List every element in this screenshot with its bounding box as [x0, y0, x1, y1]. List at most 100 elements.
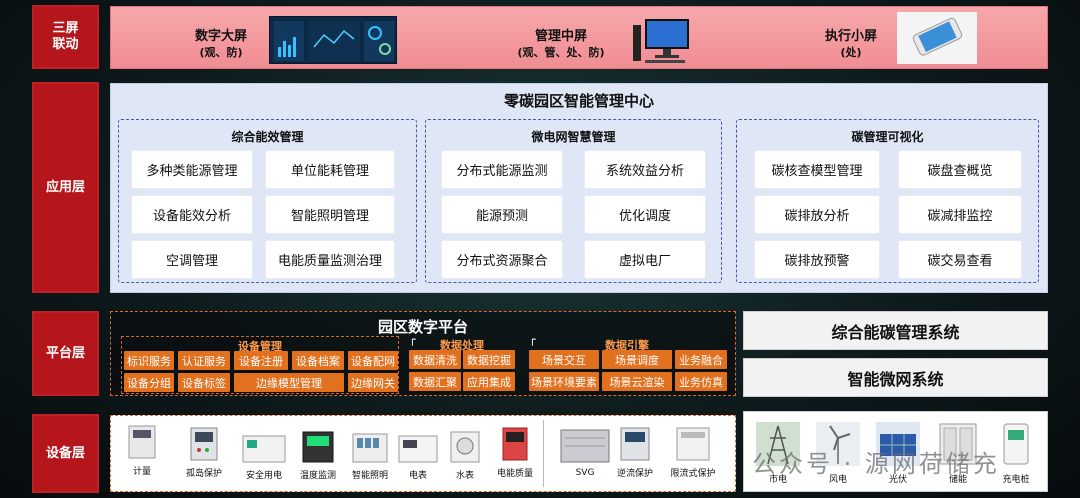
- platform-button[interactable]: 业务融合: [675, 350, 727, 369]
- module-button[interactable]: 空调管理: [132, 241, 252, 278]
- group-carbon: 碳管理可视化 碳核查模型管理 碳盘查概览 碳排放分析 碳减排监控 碳排放预警 碳…: [736, 119, 1039, 283]
- application-title: 零碳园区智能管理中心: [503, 92, 654, 110]
- charging-pile-icon: [1003, 423, 1029, 465]
- platform-button[interactable]: 边缘网关: [348, 373, 398, 392]
- platform-button[interactable]: 设备配网: [348, 351, 398, 370]
- device-caption: 温度监测: [299, 471, 336, 481]
- screen-mid-title: 管理中屏: [534, 29, 587, 44]
- device-caption: 水表: [455, 471, 474, 481]
- device-caption: 安全用电: [245, 471, 282, 481]
- group-title: 微电网智慧管理: [531, 130, 616, 144]
- device-lighting: 智能照明: [343, 432, 397, 481]
- platform-button[interactable]: 设备注册: [234, 351, 288, 370]
- module-button[interactable]: 分布式能源监测: [442, 151, 562, 188]
- system-box-carbon[interactable]: 综合能碳管理系统: [743, 311, 1048, 350]
- screen-big-title: 数字大屏: [194, 29, 247, 44]
- group-title: 碳管理可视化: [851, 130, 924, 144]
- platform-button[interactable]: 标识服务: [124, 351, 174, 370]
- screen-small-sub: (处): [840, 46, 862, 59]
- layer-label-platform: 平台层: [32, 311, 99, 396]
- module-button[interactable]: 碳核查模型管理: [755, 151, 879, 188]
- platform-button[interactable]: 数据挖掘: [463, 350, 515, 369]
- platform-button[interactable]: 应用集成: [463, 372, 515, 391]
- platform-box: 园区数字平台 设备管理 标识服务 认证服务 设备注册 设备档案 设备配网 设备分…: [110, 311, 736, 396]
- module-button[interactable]: 分布式资源聚合: [442, 241, 562, 278]
- current-limiter-icon: [676, 427, 710, 461]
- platform-button[interactable]: 数据汇聚: [409, 372, 461, 391]
- platform-button[interactable]: 设备标签: [178, 373, 230, 392]
- device-backflow: 逆流保护: [607, 426, 663, 479]
- platform-button[interactable]: 场景调度: [602, 350, 672, 369]
- module-button[interactable]: 智能照明管理: [266, 196, 394, 233]
- device-caption: 逆流保护: [616, 469, 653, 479]
- device-island: 孤岛保护: [177, 426, 231, 479]
- module-button[interactable]: 优化调度: [585, 196, 705, 233]
- lighting-controller-icon: [352, 433, 388, 463]
- dashboard-screen-image: [269, 16, 397, 64]
- screen-small-title: 执行小屏: [824, 29, 877, 44]
- energy-solar: 光伏: [870, 420, 926, 485]
- application-band: 零碳园区智能管理中心 综合能效管理 多种类能源管理 单位能耗管理 设备能效分析 …: [110, 83, 1048, 293]
- screens-band: 数字大屏 (观、防) 管理中屏 (观、管、处、防): [110, 6, 1048, 69]
- device-mgmt-group: 设备管理 标识服务 认证服务 设备注册 设备档案 设备配网 设备分组 设备标签 …: [121, 336, 399, 394]
- module-button[interactable]: 碳盘查概览: [899, 151, 1021, 188]
- power-tower-icon: [756, 422, 800, 466]
- device-svg: SVG: [545, 428, 625, 478]
- wind-turbine-icon: [816, 422, 860, 466]
- platform-button[interactable]: 场景环境要素: [529, 372, 599, 391]
- module-button[interactable]: 单位能耗管理: [266, 151, 394, 188]
- protection-relay-icon: [190, 427, 218, 461]
- phone-image: [897, 12, 977, 64]
- data-proc-title: 数据处理: [440, 339, 484, 352]
- platform-button[interactable]: 场景云渲染: [602, 372, 672, 391]
- energy-caption: 充电桩: [1002, 475, 1030, 485]
- module-button[interactable]: 多种类能源管理: [132, 151, 252, 188]
- energy-wind: 风电: [810, 420, 866, 485]
- svg-cabinet-icon: [560, 429, 610, 463]
- device-power-quality: 电能质量: [487, 426, 543, 479]
- platform-button[interactable]: 设备分组: [124, 373, 174, 392]
- energy-storage: 储能: [930, 420, 986, 485]
- module-button[interactable]: 碳交易查看: [899, 241, 1021, 278]
- energy-caption: 储能: [948, 475, 967, 485]
- layer-label-application: 应用层: [32, 82, 99, 293]
- energy-charger: 充电桩: [988, 420, 1044, 485]
- module-button[interactable]: 设备能效分析: [132, 196, 252, 233]
- energy-grid: 市电: [750, 420, 806, 485]
- device-safety: 安全用电: [237, 434, 291, 481]
- platform-button[interactable]: 场景交互: [529, 350, 599, 369]
- corner-bracket-icon: ┌: [529, 333, 536, 346]
- module-button[interactable]: 碳排放分析: [755, 196, 879, 233]
- module-button[interactable]: 碳减排监控: [899, 196, 1021, 233]
- electric-meter-icon: [398, 435, 438, 463]
- platform-button[interactable]: 设备档案: [292, 351, 344, 370]
- platform-button[interactable]: 认证服务: [178, 351, 230, 370]
- platform-button[interactable]: 边缘模型管理: [234, 373, 344, 392]
- monitor-pc-image: [631, 15, 693, 65]
- device-caption: 智能照明: [351, 471, 388, 481]
- water-meter-icon: [450, 431, 480, 463]
- device-temperature: 温度监测: [291, 430, 345, 481]
- watermark-text: 公众号 · 源网荷储充: [752, 450, 1000, 478]
- group-energy-efficiency: 综合能效管理 多种类能源管理 单位能耗管理 设备能效分析 智能照明管理 空调管理…: [118, 119, 417, 283]
- battery-cabinet-icon: [939, 423, 977, 465]
- module-button[interactable]: 碳排放预警: [755, 241, 879, 278]
- monitor-icon: [633, 19, 689, 63]
- system-box-microgrid[interactable]: 智能微网系统: [743, 358, 1048, 397]
- module-button[interactable]: 虚拟电厂: [585, 241, 705, 278]
- screen-big-sub: (观、防): [199, 46, 243, 59]
- screen-big-caption: 数字大屏 (观、防): [181, 25, 261, 60]
- meter-icon: [128, 425, 156, 459]
- screen-small-caption: 执行小屏 (处): [801, 25, 901, 60]
- platform-button[interactable]: 数据清洗: [409, 350, 461, 369]
- module-button[interactable]: 能源预测: [442, 196, 562, 233]
- platform-title: 园区数字平台: [377, 318, 468, 336]
- energy-caption: 光伏: [888, 475, 907, 485]
- energy-caption: 风电: [828, 475, 847, 485]
- device-mgmt-title: 设备管理: [238, 340, 282, 353]
- module-button[interactable]: 电能质量监测治理: [266, 241, 394, 278]
- module-button[interactable]: 系统效益分析: [585, 151, 705, 188]
- device-meter: 计量: [121, 424, 163, 477]
- platform-button[interactable]: 业务仿真: [675, 372, 727, 391]
- device-caption: SVG: [575, 468, 595, 478]
